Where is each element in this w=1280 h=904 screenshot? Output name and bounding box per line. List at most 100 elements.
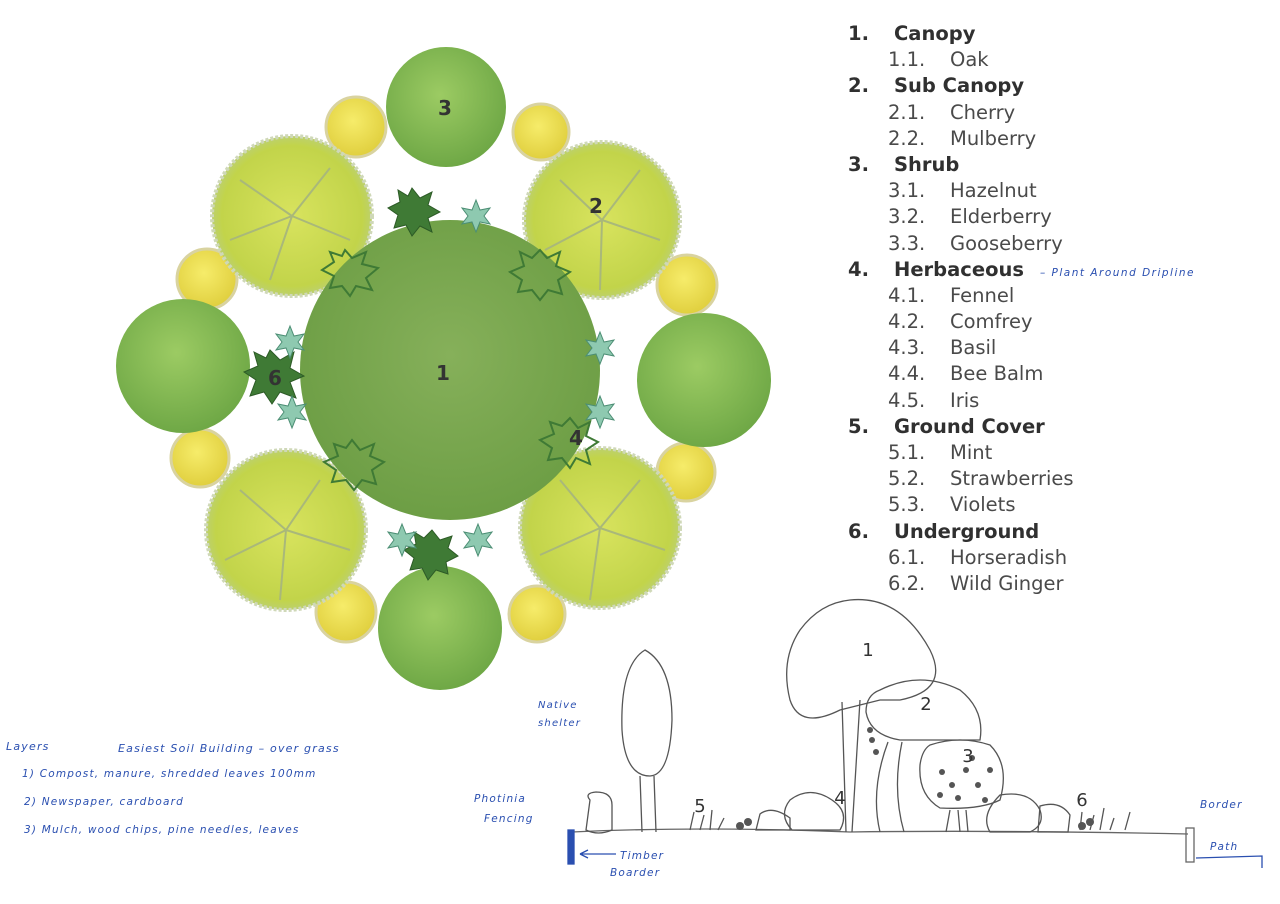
legend-plant-item: 3.1. Hazelnut <box>848 179 1278 205</box>
legend-plant-number: 6.1. <box>888 545 926 569</box>
legend-plant-item: 4.1. Fennel <box>848 284 1278 310</box>
path-label: Path <box>1210 841 1238 853</box>
legend-plant-name: Wild Ginger <box>950 571 1064 595</box>
legend-layer-number: 3. <box>848 152 869 176</box>
notes-subtitle: Easiest Soil Building – over grass <box>118 742 340 755</box>
legend-plant-number: 2.1. <box>888 100 926 124</box>
notes-title: Layers <box>6 740 50 753</box>
soil-building-notes: Layers Easiest Soil Building – over gras… <box>6 740 340 836</box>
plan-label-sub-canopy: 2 <box>589 194 603 218</box>
legend-plant-number: 3.3. <box>888 231 926 255</box>
herbaceous-plants <box>242 187 600 581</box>
legend-plant-number: 2.2. <box>888 126 926 150</box>
section-label-5: 5 <box>694 796 705 817</box>
legend-plant-number: 3.1. <box>888 179 926 203</box>
legend-plant-item: 4.5. Iris <box>848 389 1278 415</box>
legend-plant-item: 5.3. Violets <box>848 493 1278 519</box>
section-label-1: 1 <box>862 640 873 661</box>
plan-label-underground: 6 <box>268 366 282 390</box>
legend-plant-name: Mint <box>950 441 993 464</box>
legend-plant-name: Cherry <box>950 100 1016 124</box>
legend-plant-number: 6.2. <box>888 571 926 595</box>
timber-label-2: Boarder <box>610 867 660 879</box>
legend-plant-item: 4.3. Basil <box>848 336 1278 362</box>
plan-label-shrub: 3 <box>438 96 452 120</box>
legend-layer-3: 3. Shrub <box>848 153 1278 179</box>
legend-plant-item: 6.1. Horseradish <box>848 546 1278 572</box>
section-label-6: 6 <box>1076 790 1087 811</box>
legend-plant-number: 4.5. <box>888 388 926 412</box>
ground-cover-plants <box>274 198 616 558</box>
legend-plant-item: 6.2. Wild Ginger <box>848 572 1278 598</box>
section-label-2: 2 <box>920 694 931 715</box>
legend-plant-name: Horseradish <box>950 545 1068 569</box>
legend-layer-note: – Plant Around Dripline <box>1039 266 1196 279</box>
legend-plant-name: Basil <box>950 336 997 360</box>
legend-layer-6: 6. Underground <box>848 520 1278 546</box>
native-shelter-label-2: shelter <box>538 718 581 729</box>
legend-plant-item: 4.2. Comfrey <box>848 310 1278 336</box>
legend-plant-name: Fennel <box>950 283 1015 307</box>
legend-plant-number: 5.3. <box>888 493 926 517</box>
legend-layer-name: Sub Canopy <box>894 74 1025 98</box>
photinia-label-1: Photinia <box>474 793 526 805</box>
legend-layer-name: Shrub <box>894 152 960 176</box>
plan-label-herbaceous: 4 <box>569 426 583 450</box>
legend-plant-name: Strawberries <box>950 467 1074 491</box>
legend-plant-item: 1.1. Oak <box>848 48 1278 74</box>
border-label: Border <box>1200 799 1243 811</box>
legend-layer-2: 2.Sub Canopy <box>848 74 1278 100</box>
legend-plant-item: 5.2. Strawberries <box>848 467 1278 493</box>
legend-layer-number: 4. <box>848 257 869 281</box>
legend-plant-item: 4.4. Bee Balm <box>848 362 1278 388</box>
legend-plant-number: 3.2. <box>888 205 926 229</box>
legend-plant-number: 4.4. <box>888 362 926 386</box>
native-shelter-label-1: Native <box>538 700 578 711</box>
legend-layer-number: 5. <box>848 414 869 438</box>
legend-plant-name: Violets <box>950 493 1016 517</box>
legend-layer-name: Ground Cover <box>894 414 1045 438</box>
timber-label-1: Timber <box>620 850 664 862</box>
legend-plant-item: 2.2. Mulberry <box>848 127 1278 153</box>
legend-plant-name: Mulberry <box>950 126 1037 150</box>
sub-canopy-tree <box>518 446 682 610</box>
legend-layer-5: 5. Ground Cover <box>848 415 1278 441</box>
legend-plant-number: 4.2. <box>888 310 926 334</box>
legend-plant-name: Gooseberry <box>950 231 1063 255</box>
legend-plant-number: 5.2. <box>888 467 926 491</box>
legend-plant-number: 4.3. <box>888 336 926 360</box>
plan-view: 1 2 3 4 6 <box>116 47 771 690</box>
sub-canopy-tree <box>522 140 682 300</box>
legend-plant-name: Bee Balm <box>950 362 1044 386</box>
legend-layer-name: Canopy <box>894 22 976 45</box>
legend-plant-item: 5.1. Mint <box>848 441 1278 467</box>
legend-plant-item: 2.1. Cherry <box>848 101 1278 127</box>
legend-layer-4: 4. Herbaceous – Plant Around Dripline <box>848 258 1278 284</box>
legend-layer-name: Underground <box>894 519 1040 543</box>
legend-plant-item: 3.3. Gooseberry <box>848 232 1278 258</box>
legend-plant-name: Comfrey <box>950 310 1033 334</box>
timber-post <box>567 829 575 865</box>
legend-plant-number: 5.1. <box>888 441 926 464</box>
notes-step-2: 2) Newspaper, cardboard <box>24 796 184 808</box>
legend-layer-number: 1. <box>848 22 869 45</box>
legend-layer-1: 1. Canopy <box>848 22 1278 48</box>
section-label-3: 3 <box>962 746 973 767</box>
legend-plant-number: 4.1. <box>888 283 926 307</box>
legend-plant-number: 1.1. <box>888 48 926 72</box>
berry-clusters <box>867 727 993 803</box>
legend-plant-name: Hazelnut <box>950 179 1037 203</box>
legend-plant-name: Elderberry <box>950 205 1052 229</box>
legend-plant-item: 3.2. Elderberry <box>848 205 1278 231</box>
legend-plant-name: Oak <box>950 48 989 72</box>
yellow-shrubs <box>169 95 719 644</box>
legend-plant-name: Iris <box>950 388 980 412</box>
round-shrubs <box>116 47 771 690</box>
sub-canopy-tree <box>204 448 368 612</box>
legend-layer-name: Herbaceous <box>894 257 1024 281</box>
notes-step-1: 1) Compost, manure, shredded leaves 100m… <box>22 768 317 780</box>
section-view <box>567 598 1263 868</box>
legend-layer-number: 6. <box>848 519 869 543</box>
